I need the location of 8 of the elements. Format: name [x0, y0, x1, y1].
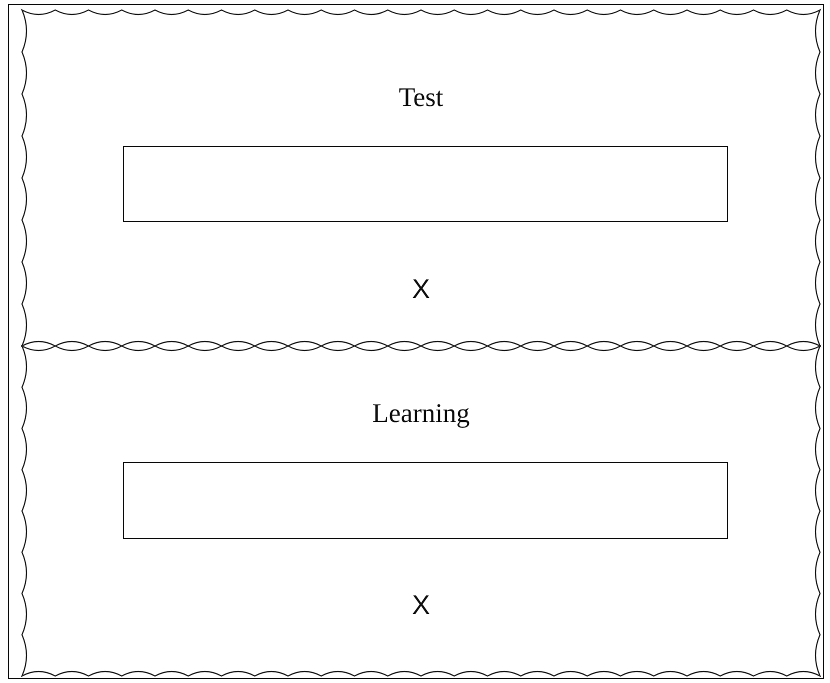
panel-text: X	[412, 590, 430, 621]
panel-title: Learning	[372, 398, 470, 429]
panel-title: Test	[398, 82, 444, 113]
empty-box	[123, 462, 728, 539]
empty-box	[123, 146, 728, 222]
panel-text: X	[412, 274, 430, 305]
cloud-panel	[22, 346, 820, 676]
cloud-panel	[22, 10, 820, 346]
